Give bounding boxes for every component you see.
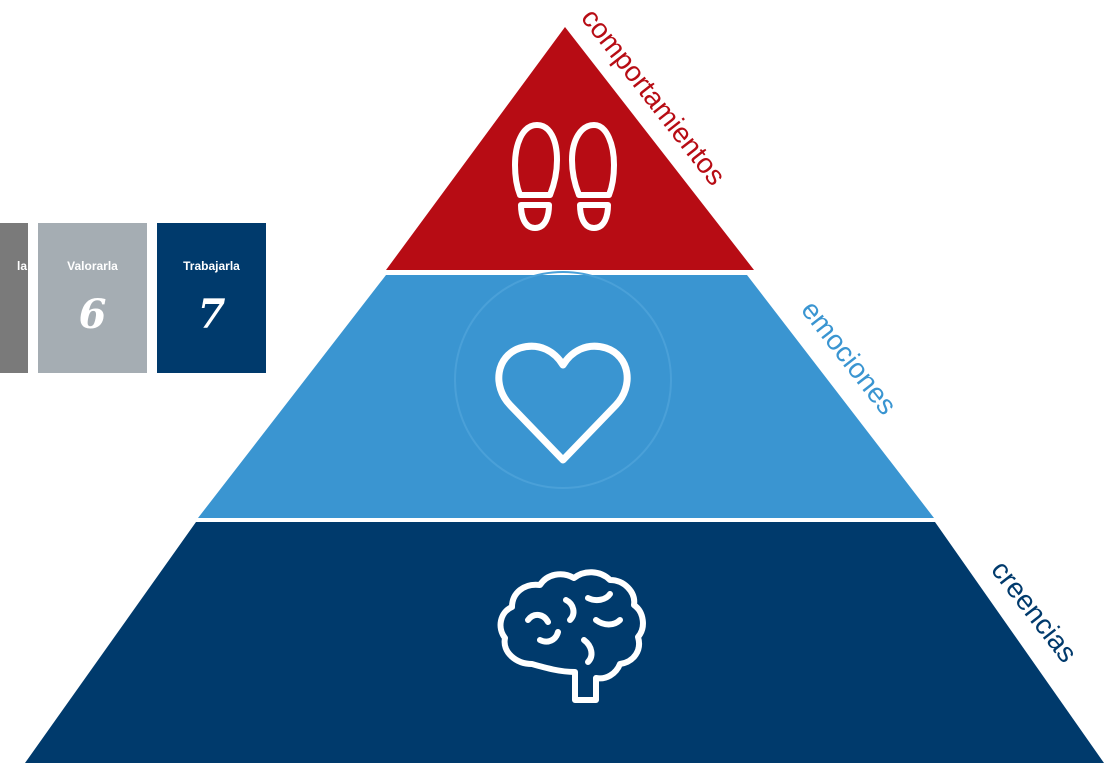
heart-icon [495,342,631,464]
card-valorarla: Valorarla 6 [38,223,147,373]
pyramid-tier-emociones [198,275,934,518]
card-trabajarla-label: Trabajarla [183,259,240,273]
pyramid-tier-creencias [25,522,1104,763]
card-valorarla-label: Valorarla [67,259,118,273]
brain-icon [497,569,646,703]
footprints-icon [512,122,617,231]
card-valorarla-value: 6 [78,291,107,338]
card-trabajarla-value: 7 [197,291,226,338]
heart-halo [454,271,672,489]
card-partial: la [0,223,28,373]
card-trabajarla: Trabajarla 7 [157,223,266,373]
card-partial-label: la [16,259,27,273]
